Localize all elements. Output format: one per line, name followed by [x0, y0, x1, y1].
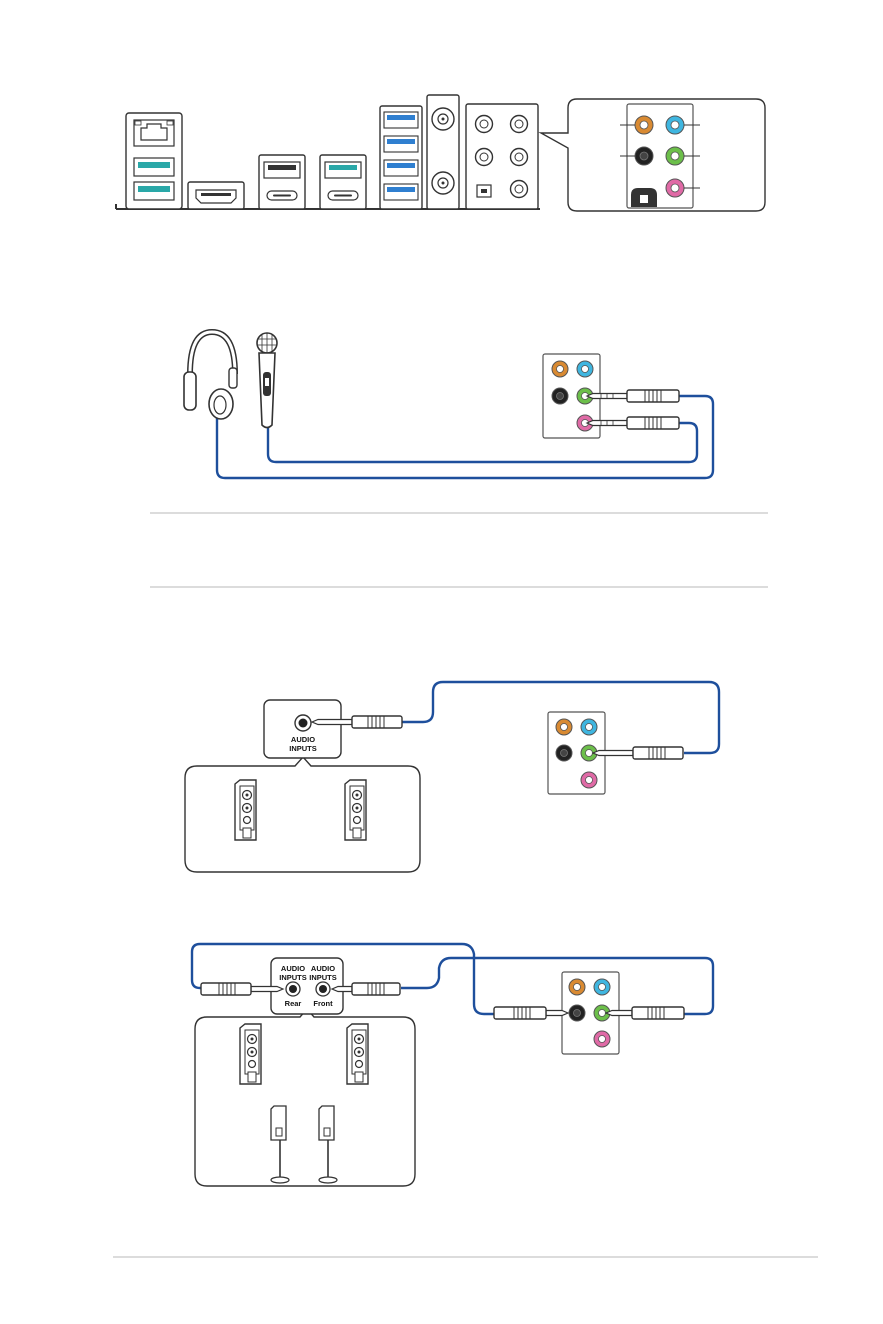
usb-port-icon	[134, 182, 174, 200]
orange-jack-icon	[569, 979, 585, 995]
blue-jack-icon	[577, 361, 593, 377]
cable	[217, 396, 713, 478]
audio-inputs-label: AUDIO	[291, 735, 315, 744]
blue-jack-icon	[594, 979, 610, 995]
lan-port-icon	[134, 120, 174, 146]
black-jack-icon	[635, 147, 653, 165]
speaker-icon	[347, 1024, 368, 1084]
pink-jack-icon	[666, 179, 684, 197]
usb-quad-stack	[380, 106, 422, 209]
green-jack-icon	[666, 147, 684, 165]
blue-jack-icon	[581, 719, 597, 735]
cable	[401, 958, 713, 1014]
headphone-icon	[184, 332, 237, 419]
hdmi-port-icon	[188, 182, 244, 209]
pink-jack-icon	[581, 772, 597, 788]
audio-plug-icon	[587, 417, 679, 429]
optical-spdif-port-icon	[631, 188, 657, 207]
four-channel-speaker-section: AUDIO INPUTS AUDIO INPUTS Rear Front	[192, 944, 713, 1186]
headphone-mic-section	[184, 332, 713, 478]
audio-plug-icon	[587, 390, 679, 402]
audio-input-label-box: AUDIO INPUTS	[264, 700, 341, 758]
pink-jack-icon	[594, 1031, 610, 1047]
audio-inputs-label: INPUTS	[289, 744, 317, 753]
speaker-icon	[235, 780, 256, 840]
rear-io-panel	[116, 95, 765, 211]
speaker-icon	[345, 780, 366, 840]
usb-port-icon	[264, 162, 300, 178]
rear-label: Rear	[285, 999, 302, 1008]
black-jack-icon	[569, 1005, 585, 1021]
usb-c-port-icon	[267, 191, 297, 200]
usb-typec-stack	[320, 155, 366, 209]
audio-jack-callout	[541, 99, 765, 211]
antenna-connectors	[427, 95, 459, 209]
orange-jack-icon	[556, 719, 572, 735]
lan-usb-stack	[126, 113, 182, 209]
black-jack-icon	[556, 745, 572, 761]
usb-c-port-icon	[328, 191, 358, 200]
orange-jack-icon	[552, 361, 568, 377]
usb-port-icon	[325, 162, 361, 178]
microphone-icon	[257, 333, 277, 428]
audio-plug-icon	[494, 1007, 568, 1019]
orange-jack-icon	[635, 116, 653, 134]
usb-typec-stack	[259, 155, 305, 209]
blue-jack-icon	[666, 116, 684, 134]
audio-jack-block	[466, 104, 538, 209]
speaker-icon	[240, 1024, 261, 1084]
front-label: Front	[313, 999, 333, 1008]
audio-plug-icon	[593, 747, 683, 759]
stereo-speaker-section: AUDIO INPUTS	[185, 682, 719, 872]
audio-input-label-box: AUDIO INPUTS AUDIO INPUTS Rear Front	[271, 958, 343, 1014]
audio-inputs-label: INPUTS	[309, 973, 337, 982]
audio-inputs-label: AUDIO	[311, 964, 335, 973]
black-jack-icon	[552, 388, 568, 404]
audio-inputs-label: INPUTS	[279, 973, 307, 982]
audio-inputs-label: AUDIO	[281, 964, 305, 973]
usb-port-icon	[134, 158, 174, 176]
